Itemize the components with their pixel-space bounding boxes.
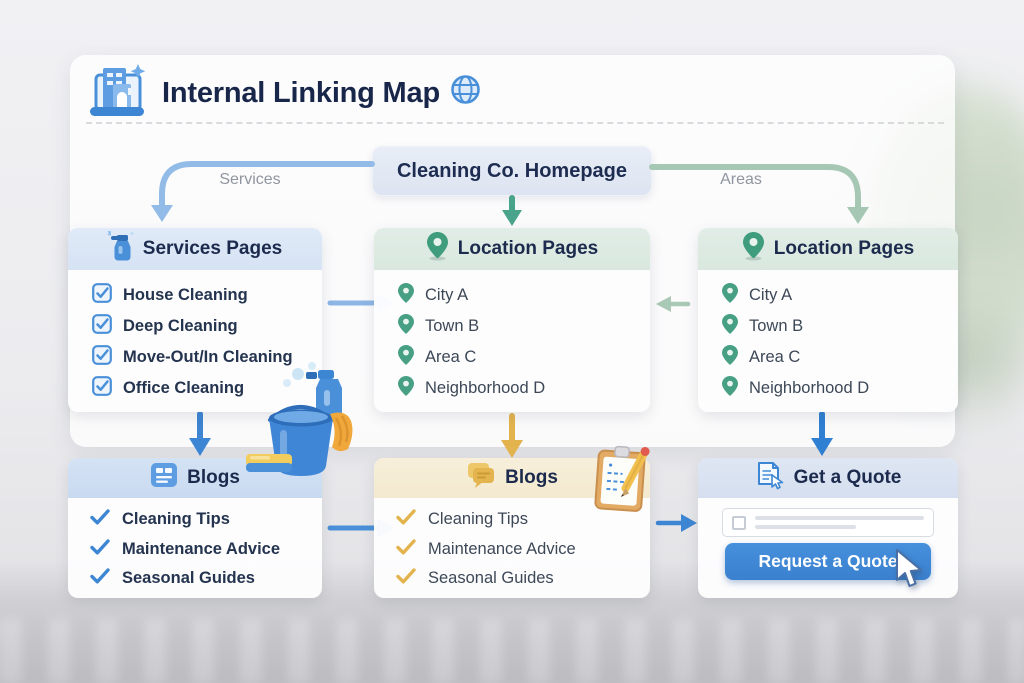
services-pages-header: Services Pages xyxy=(68,228,322,270)
map-pin-icon xyxy=(398,283,414,308)
get-a-quote-title: Get a Quote xyxy=(793,467,902,488)
quote-form-icon xyxy=(755,461,785,496)
blurred-floor-streaks xyxy=(0,619,1024,683)
checkmark-icon xyxy=(396,509,416,530)
checkbox-icon xyxy=(92,345,112,370)
globe-icon xyxy=(450,74,481,113)
dashed-separator xyxy=(86,122,944,124)
blog-item: Cleaning Tips xyxy=(396,505,650,535)
blog-item: Maintenance Advice xyxy=(396,535,650,565)
get-a-quote-card: Get a Quote Request a Quote xyxy=(698,458,958,598)
checkmark-icon xyxy=(396,539,416,560)
location-pages-right-title: Location Pages xyxy=(773,238,915,259)
location-pages-center-header: Location Pages xyxy=(374,228,650,270)
blurred-floor-background xyxy=(0,603,1024,683)
location-item: Town B xyxy=(722,311,958,342)
blogs-left-title: Blogs xyxy=(187,467,240,488)
map-pin-icon xyxy=(722,314,738,339)
map-pin-icon xyxy=(398,314,414,339)
checkmark-icon xyxy=(396,568,416,589)
blog-item: Seasonal Guides xyxy=(90,564,322,594)
service-item: Move-Out/In Cleaning xyxy=(92,342,322,373)
service-item: House Cleaning xyxy=(92,280,322,311)
location-pages-right-header: Location Pages xyxy=(698,228,958,270)
spray-bottle-icon xyxy=(107,230,134,267)
blog-item: Maintenance Advice xyxy=(90,535,322,565)
checkmark-icon xyxy=(90,539,110,560)
blogs-center-card: Blogs Cleaning Tips Maintenance Advice S… xyxy=(374,458,650,598)
quote-form-placeholder-lines xyxy=(755,516,924,529)
location-item: Area C xyxy=(398,342,650,373)
location-pages-right-card: Location Pages City A Town B Area C Neig… xyxy=(698,228,958,412)
checkmark-icon xyxy=(90,509,110,530)
service-item: Deep Cleaning xyxy=(92,311,322,342)
article-icon xyxy=(150,462,178,494)
chat-bubbles-icon xyxy=(466,462,496,495)
blog-item: Cleaning Tips xyxy=(90,505,322,535)
blog-item: Seasonal Guides xyxy=(396,564,650,594)
services-edge-label: Services xyxy=(219,171,281,188)
location-item: Neighborhood D xyxy=(722,373,958,404)
blogs-center-title: Blogs xyxy=(505,467,558,488)
map-pin-icon xyxy=(742,231,765,267)
map-pin-icon xyxy=(722,376,738,401)
location-item: Town B xyxy=(398,311,650,342)
location-item: Area C xyxy=(722,342,958,373)
get-a-quote-header: Get a Quote xyxy=(698,458,958,498)
homepage-node: Cleaning Co. Homepage xyxy=(372,146,652,196)
checkmark-icon xyxy=(90,568,110,589)
location-pages-center-card: Location Pages City A Town B Area C Neig… xyxy=(374,228,650,412)
services-pages-title: Services Pages xyxy=(142,238,283,259)
location-pages-center-title: Location Pages xyxy=(457,238,599,259)
location-item: City A xyxy=(398,280,650,311)
location-item: Neighborhood D xyxy=(398,373,650,404)
quote-form-field[interactable] xyxy=(722,508,934,537)
services-pages-card: Services Pages House Cleaning Deep Clean… xyxy=(68,228,322,412)
blogs-left-header: Blogs xyxy=(68,458,322,498)
title-row: Internal Linking Map xyxy=(86,62,481,125)
map-pin-icon xyxy=(398,376,414,401)
areas-edge-label: Areas xyxy=(720,171,762,188)
blogs-center-header: Blogs xyxy=(374,458,650,498)
checkbox-icon xyxy=(92,376,112,401)
checkbox-icon xyxy=(92,283,112,308)
building-laptop-icon xyxy=(86,62,148,125)
location-item: City A xyxy=(722,280,958,311)
map-pin-icon xyxy=(426,231,449,267)
blogs-left-card: Blogs Cleaning Tips Maintenance Advice S… xyxy=(68,458,322,598)
map-pin-icon xyxy=(722,283,738,308)
map-pin-icon xyxy=(722,345,738,370)
quote-form-checkbox[interactable] xyxy=(732,515,746,530)
checkbox-icon xyxy=(92,314,112,339)
page-title: Internal Linking Map xyxy=(162,74,481,113)
service-item: Office Cleaning xyxy=(92,373,322,404)
map-pin-icon xyxy=(398,345,414,370)
request-quote-button[interactable]: Request a Quote xyxy=(725,543,931,580)
